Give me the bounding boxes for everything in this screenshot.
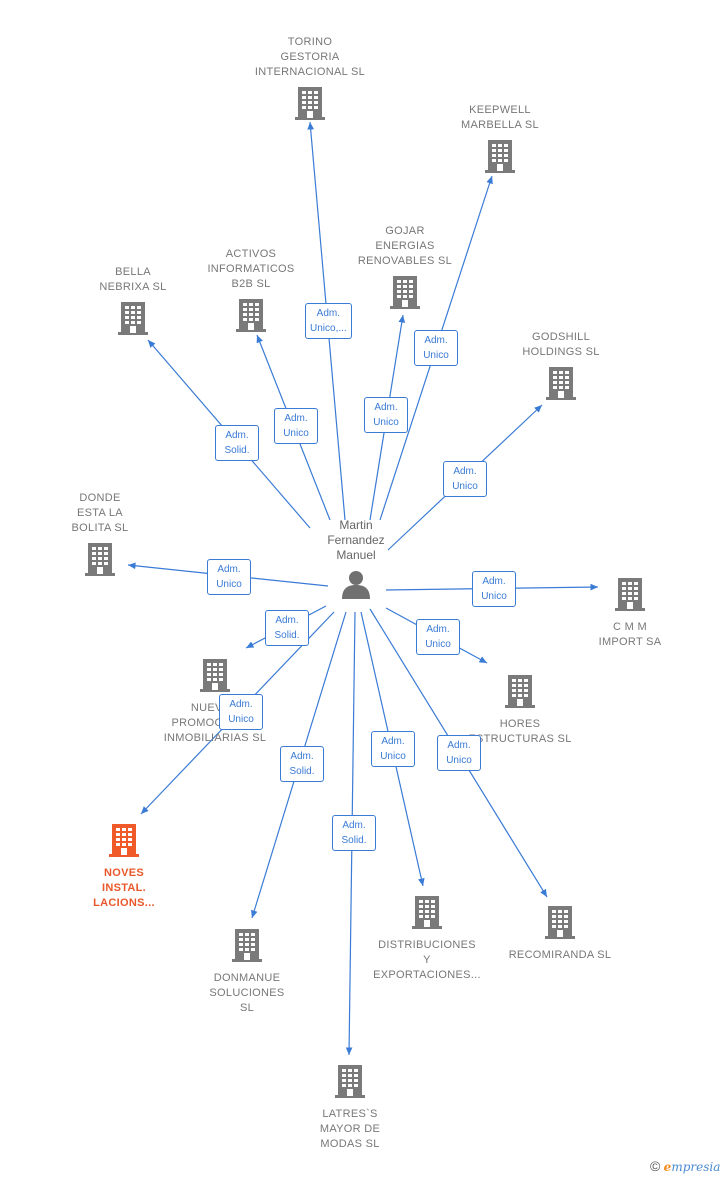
company-name: BELLA NEBRIXA SL [99,266,167,293]
relation-label-gojar[interactable]: Adm. Unico [364,397,408,433]
company-name: NUEVOS PROMOCIONES INMOBILIARIAS SL [163,702,267,744]
company-node-nuevos[interactable]: NUEVOS PROMOCIONES INMOBILIARIAS SL [135,658,295,746]
building-icon [389,275,421,314]
company-node-noves[interactable]: NOVES INSTAL. LACIONS... [44,823,204,911]
relation-label-donde[interactable]: Adm. Unico [207,559,251,595]
company-name: DONMANUE SOLUCIONES SL [209,972,285,1014]
relation-label-hores[interactable]: Adm. Unico [416,619,460,655]
company-node-donmanue[interactable]: DONMANUE SOLUCIONES SL [167,928,327,1016]
building-icon [84,542,116,581]
company-node-latres[interactable]: LATRES`S MAYOR DE MODAS SL [270,1064,430,1152]
company-name: HORES ESTRUCTURAS SL [468,718,572,745]
company-node-gojar[interactable]: GOJAR ENERGIAS RENOVABLES SL [325,224,485,314]
building-icon [544,905,576,944]
company-name: GOJAR ENERGIAS RENOVABLES SL [357,225,453,267]
person-icon [342,571,370,599]
relation-label-distribuciones[interactable]: Adm. Unico [371,731,415,767]
company-node-cmm[interactable]: C M M IMPORT SA [550,577,710,650]
company-name: GODSHILL HOLDINGS SL [522,331,600,358]
company-node-godshill[interactable]: GODSHILL HOLDINGS SL [481,330,641,405]
building-icon [614,577,646,616]
company-name: DISTRIBUCIONES Y EXPORTACIONES... [373,939,481,981]
company-name: ACTIVOS INFORMATICOS B2B SL [207,248,295,290]
relation-label-nuevos[interactable]: Adm. Solid. [265,610,309,646]
company-name: C M M IMPORT SA [598,621,662,648]
building-icon [334,1064,366,1103]
company-name: TORINO GESTORIA INTERNACIONAL SL [254,36,366,78]
relation-label-bella[interactable]: Adm. Solid. [215,425,259,461]
company-node-hores[interactable]: HORES ESTRUCTURAS SL [440,674,600,747]
company-node-donde[interactable]: DONDE ESTA LA BOLITA SL [20,491,180,581]
relation-label-godshill[interactable]: Adm. Unico [443,461,487,497]
company-name: DONDE ESTA LA BOLITA SL [71,492,129,534]
relation-label-activos[interactable]: Adm. Unico [274,408,318,444]
building-icon [199,658,231,697]
company-name: KEEPWELL MARBELLA SL [461,104,539,131]
person-node[interactable]: Martin Fernandez Manuel [296,518,416,599]
company-node-recomiranda[interactable]: RECOMIRANDA SL [480,905,640,963]
company-name: LATRES`S MAYOR DE MODAS SL [319,1108,381,1150]
copyright-symbol: © [650,1158,661,1174]
building-icon [108,823,140,862]
building-icon [117,301,149,340]
person-name: Martin Fernandez Manuel [327,518,385,562]
brand-footer: © empresia [650,1158,720,1174]
company-node-distribuciones[interactable]: DISTRIBUCIONES Y EXPORTACIONES... [347,895,507,983]
building-icon [231,928,263,967]
relation-label-cmm[interactable]: Adm. Unico [472,571,516,607]
brand-logo-rest: mpresia [671,1160,721,1174]
building-icon [411,895,443,934]
building-icon [545,366,577,405]
building-icon [294,86,326,125]
relation-label-latres[interactable]: Adm. Solid. [332,815,376,851]
company-node-keepwell[interactable]: KEEPWELL MARBELLA SL [420,103,580,178]
relation-label-torino[interactable]: Adm. Unico,... [305,303,352,339]
relation-label-noves[interactable]: Adm. Unico [219,694,263,730]
building-icon [504,674,536,713]
relation-label-keepwell[interactable]: Adm. Unico [414,330,458,366]
building-icon [235,298,267,337]
company-node-bella[interactable]: BELLA NEBRIXA SL [53,265,213,340]
company-node-activos[interactable]: ACTIVOS INFORMATICOS B2B SL [171,247,331,337]
company-name: NOVES INSTAL. LACIONS... [93,867,155,909]
building-icon [484,139,516,178]
brand-logo-initial: e [663,1160,672,1174]
relation-label-recomiranda[interactable]: Adm. Unico [437,735,481,771]
company-node-torino[interactable]: TORINO GESTORIA INTERNACIONAL SL [230,35,390,125]
company-name: RECOMIRANDA SL [508,949,612,961]
relation-label-donmanue[interactable]: Adm. Solid. [280,746,324,782]
